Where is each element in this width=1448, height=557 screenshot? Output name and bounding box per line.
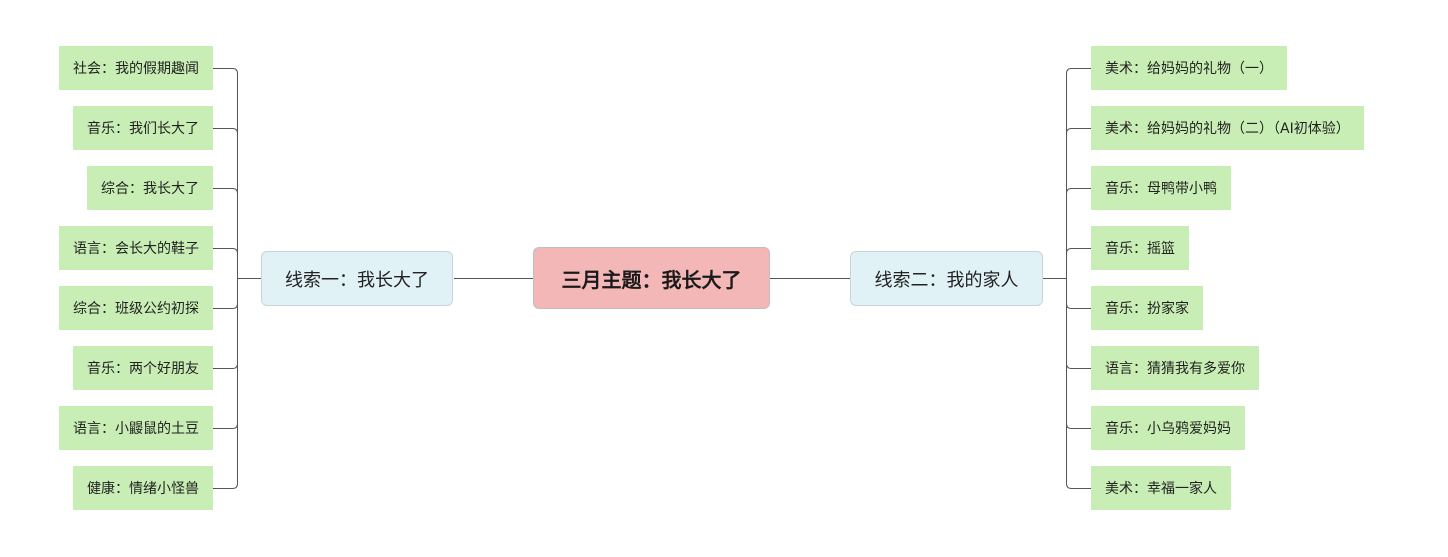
leaf-topic-left-4[interactable]: 语言：会长大的鞋子: [59, 226, 213, 270]
branch-clue-one[interactable]: 线索一：我长大了: [261, 251, 453, 306]
leaf-topic-left-5[interactable]: 综合：班级公约初探: [59, 286, 213, 330]
connector-leaf-right-3: [1066, 188, 1091, 279]
connector-leaf-right-7: [1066, 278, 1091, 429]
connector-leaf-left-8: [213, 278, 238, 489]
leaf-topic-right-4[interactable]: 音乐：摇篮: [1091, 226, 1189, 270]
connector-leaf-left-6: [213, 278, 238, 369]
connector-leaf-right-4: [1066, 248, 1091, 279]
leaf-topic-right-1[interactable]: 美术：给妈妈的礼物（一）: [1091, 46, 1287, 90]
leaf-topic-right-3[interactable]: 音乐：母鸭带小鸭: [1091, 166, 1231, 210]
leaf-topic-left-6[interactable]: 音乐：两个好朋友: [73, 346, 213, 390]
connector-leaf-left-2: [213, 128, 238, 279]
leaf-topic-right-2[interactable]: 美术：给妈妈的礼物（二）（AI初体验）: [1091, 106, 1364, 150]
connector-leaf-right-6: [1066, 278, 1091, 369]
connector-leaf-left-7: [213, 278, 238, 429]
connector-leaf-right-8: [1066, 278, 1091, 489]
leaf-topic-left-8[interactable]: 健康：情绪小怪兽: [73, 466, 213, 510]
leaf-topic-left-1[interactable]: 社会：我的假期趣闻: [59, 46, 213, 90]
leaf-topic-left-2[interactable]: 音乐：我们长大了: [73, 106, 213, 150]
central-topic[interactable]: 三月主题：我长大了: [533, 247, 770, 309]
connector-leaf-left-1: [213, 68, 238, 279]
leaf-topic-right-5[interactable]: 音乐：扮家家: [1091, 286, 1203, 330]
connector-leaf-left-4: [213, 248, 238, 279]
leaf-topic-left-7[interactable]: 语言：小鼹鼠的土豆: [59, 406, 213, 450]
connector-leaf-left-5: [213, 278, 238, 309]
leaf-topic-right-7[interactable]: 音乐：小乌鸦爱妈妈: [1091, 406, 1245, 450]
connector-leaf-right-5: [1066, 278, 1091, 309]
connector-leaf-right-2: [1066, 128, 1091, 279]
leaf-topic-right-8[interactable]: 美术：幸福一家人: [1091, 466, 1231, 510]
leaf-topic-right-6[interactable]: 语言：猜猜我有多爱你: [1091, 346, 1259, 390]
branch-clue-two[interactable]: 线索二：我的家人: [850, 251, 1043, 306]
connector-leaf-right-1: [1066, 68, 1091, 279]
leaf-topic-left-3[interactable]: 综合：我长大了: [87, 166, 213, 210]
connector-leaf-left-3: [213, 188, 238, 279]
